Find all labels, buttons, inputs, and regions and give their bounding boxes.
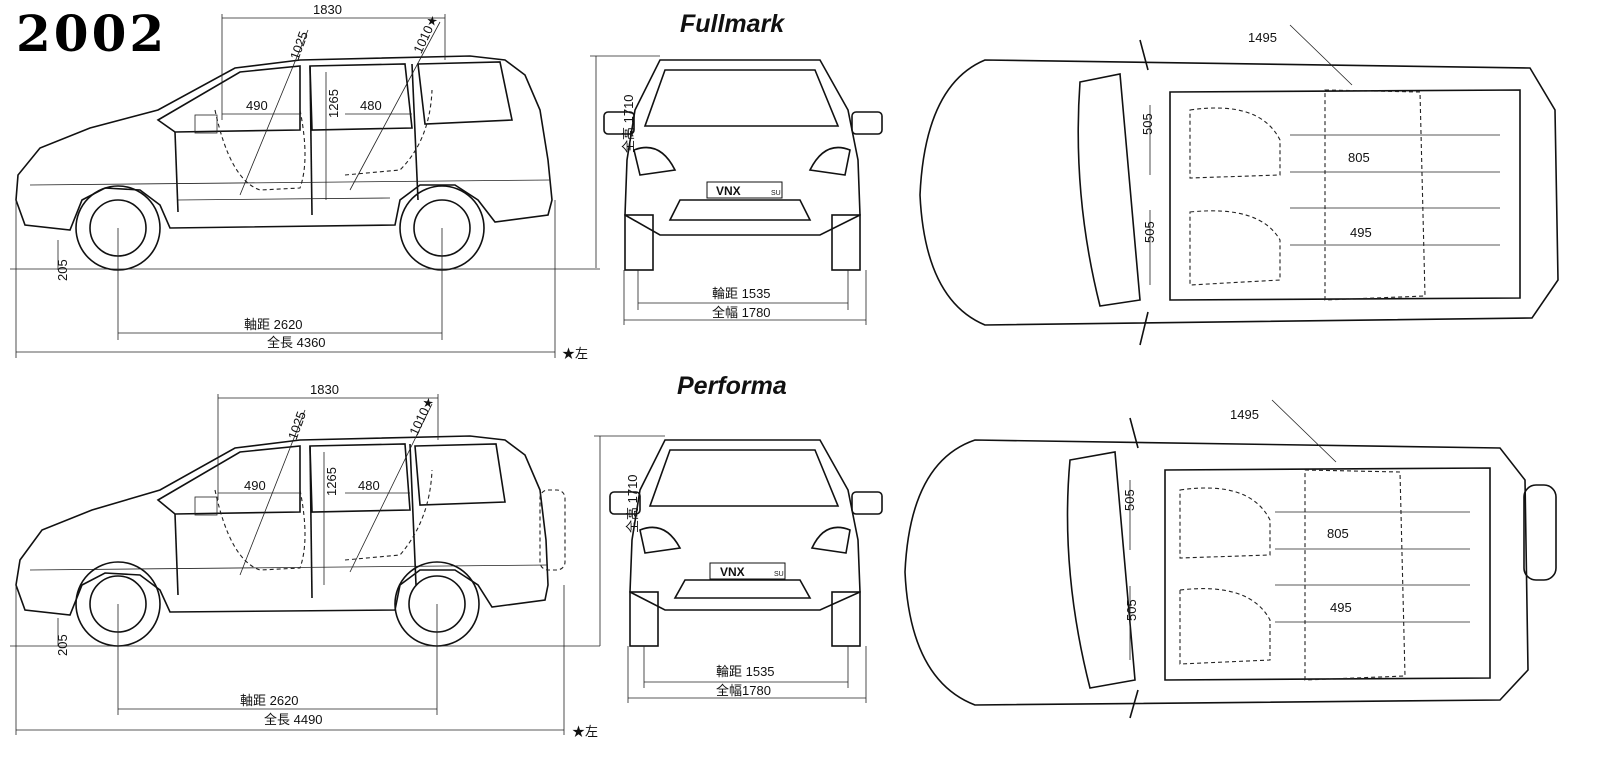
dim-overall-length: 全長 4490 <box>264 712 323 727</box>
license-plate-text: VNX <box>720 565 745 579</box>
dim-overall-length: 全長 4360 <box>267 335 326 350</box>
top-view-car <box>904 417 1557 719</box>
dim-ground-clearance: 205 <box>55 259 70 281</box>
front-view-car <box>609 439 883 647</box>
dim-rear-diagonal: 1010★ <box>406 395 437 438</box>
dim-front-seat-width: 505 <box>1140 113 1155 135</box>
fullmark-blueprint: 1830 1025 1010★ 490 1265 480 205 軸距 2620… <box>10 2 1559 361</box>
dim-rear-seat-width: 505 <box>1142 221 1157 243</box>
license-plate <box>706 181 783 199</box>
dim-headroom: 1265 <box>326 89 341 118</box>
dim-front-seat: 490 <box>246 98 268 113</box>
side-view-car <box>15 55 553 271</box>
year-label: 2002 <box>16 4 168 63</box>
side-view-car <box>15 435 566 647</box>
dim-headroom: 1265 <box>324 467 339 496</box>
performa-blueprint: 1830 1025 1010★ 490 1265 480 205 軸距 2620… <box>10 382 1557 739</box>
dim-width: 全幅1780 <box>716 683 771 698</box>
model-title-performa: Performa <box>677 372 787 400</box>
dim-rear-seat: 480 <box>358 478 380 493</box>
dim-front-seat: 490 <box>244 478 266 493</box>
license-plate-badge: SU <box>771 190 781 197</box>
star-note: ★左 <box>572 724 598 739</box>
dim-cargo-width: 495 <box>1350 225 1372 240</box>
dim-ground-clearance: 205 <box>55 634 70 656</box>
license-plate-text: VNX <box>716 184 741 198</box>
dim-height: 全高 1710 <box>621 94 636 153</box>
dim-wheelbase: 軸距 2620 <box>240 693 299 708</box>
dim-height: 全高 1710 <box>625 474 640 533</box>
dim-interior-length: 1495 <box>1230 407 1259 422</box>
dim-rear-seat: 480 <box>360 98 382 113</box>
front-view-car <box>603 59 883 271</box>
dim-front-diagonal: 1025 <box>285 409 309 441</box>
dim-overall-cabin: 1830 <box>310 382 339 397</box>
dim-wheelbase: 軸距 2620 <box>244 317 303 332</box>
dim-width: 全幅 1780 <box>712 305 771 320</box>
dim-front-diagonal: 1025 <box>287 29 311 61</box>
model-title-fullmark: Fullmark <box>680 10 785 38</box>
top-view-car <box>919 39 1559 346</box>
star-note: ★左 <box>562 346 588 361</box>
dim-cargo-length: 805 <box>1327 526 1349 541</box>
dim-tread: 輪距 1535 <box>712 286 771 301</box>
dim-rear-diagonal: 1010★ <box>410 13 441 56</box>
dim-interior-length: 1495 <box>1248 30 1277 45</box>
license-plate-badge: SU <box>774 571 784 578</box>
dim-cargo-length: 805 <box>1348 150 1370 165</box>
dim-overall-cabin: 1830 <box>313 2 342 17</box>
dim-cargo-width: 495 <box>1330 600 1352 615</box>
dim-rear-seat-width: 505 <box>1124 599 1139 621</box>
dim-front-seat-width: 505 <box>1122 489 1137 511</box>
license-plate <box>709 562 786 580</box>
dim-tread: 輪距 1535 <box>716 664 775 679</box>
